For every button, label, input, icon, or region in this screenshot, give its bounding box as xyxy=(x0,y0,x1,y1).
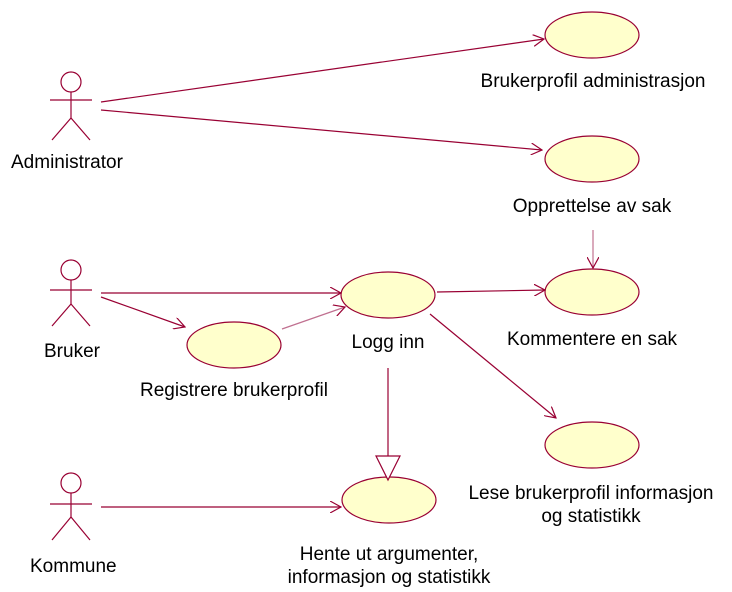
usecase-hente-ut[interactable] xyxy=(341,476,437,524)
assoc-logg-kommentere xyxy=(436,290,545,292)
usecase-kommentere-en-sak[interactable] xyxy=(544,268,640,316)
usecase-label-kommentere-en-sak: Kommentere en sak xyxy=(506,329,678,350)
usecase-opprettelse-av-sak[interactable] xyxy=(544,135,640,183)
usecase-label-hente-ut-1: Hente ut argumenter, xyxy=(299,544,479,565)
usecase-label-opprettelse-av-sak: Opprettelse av sak xyxy=(512,196,672,217)
usecase-registrere-brukerprofil[interactable] xyxy=(186,321,282,369)
assoc-admin-opprettelse xyxy=(100,109,542,150)
usecase-lese-brukerprofil[interactable] xyxy=(544,421,640,469)
actor-kommune-figure[interactable] xyxy=(50,472,92,541)
usecase-label-logg-inn: Logg inn xyxy=(351,332,425,353)
usecase-logg-inn[interactable] xyxy=(340,271,436,319)
dependency-registrere-logg xyxy=(281,307,345,330)
usecase-label-hente-ut-2: informasjon og statistikk xyxy=(287,567,491,588)
usecase-brukerprofil-administrasjon[interactable] xyxy=(544,11,640,59)
actor-label-bruker: Bruker xyxy=(44,341,100,362)
assoc-admin-brukerprofil xyxy=(100,39,544,103)
usecase-label-brukerprofil-administrasjon: Brukerprofil administrasjon xyxy=(480,71,706,92)
generalization-logg-hente xyxy=(375,368,401,482)
assoc-logg-lese xyxy=(429,313,556,418)
assoc-bruker-registrere xyxy=(100,296,185,327)
actor-label-kommune: Kommune xyxy=(30,556,117,577)
usecase-label-registrere-brukerprofil: Registrere brukerprofil xyxy=(140,380,328,401)
usecase-label-lese-brukerprofil-2: og statistikk xyxy=(541,506,641,527)
actor-bruker-figure[interactable] xyxy=(50,259,92,327)
actor-administrator-figure[interactable] xyxy=(50,71,92,141)
usecase-label-lese-brukerprofil-1: Lese brukerprofil informasjon xyxy=(468,483,714,504)
actor-label-administrator: Administrator xyxy=(11,152,123,173)
